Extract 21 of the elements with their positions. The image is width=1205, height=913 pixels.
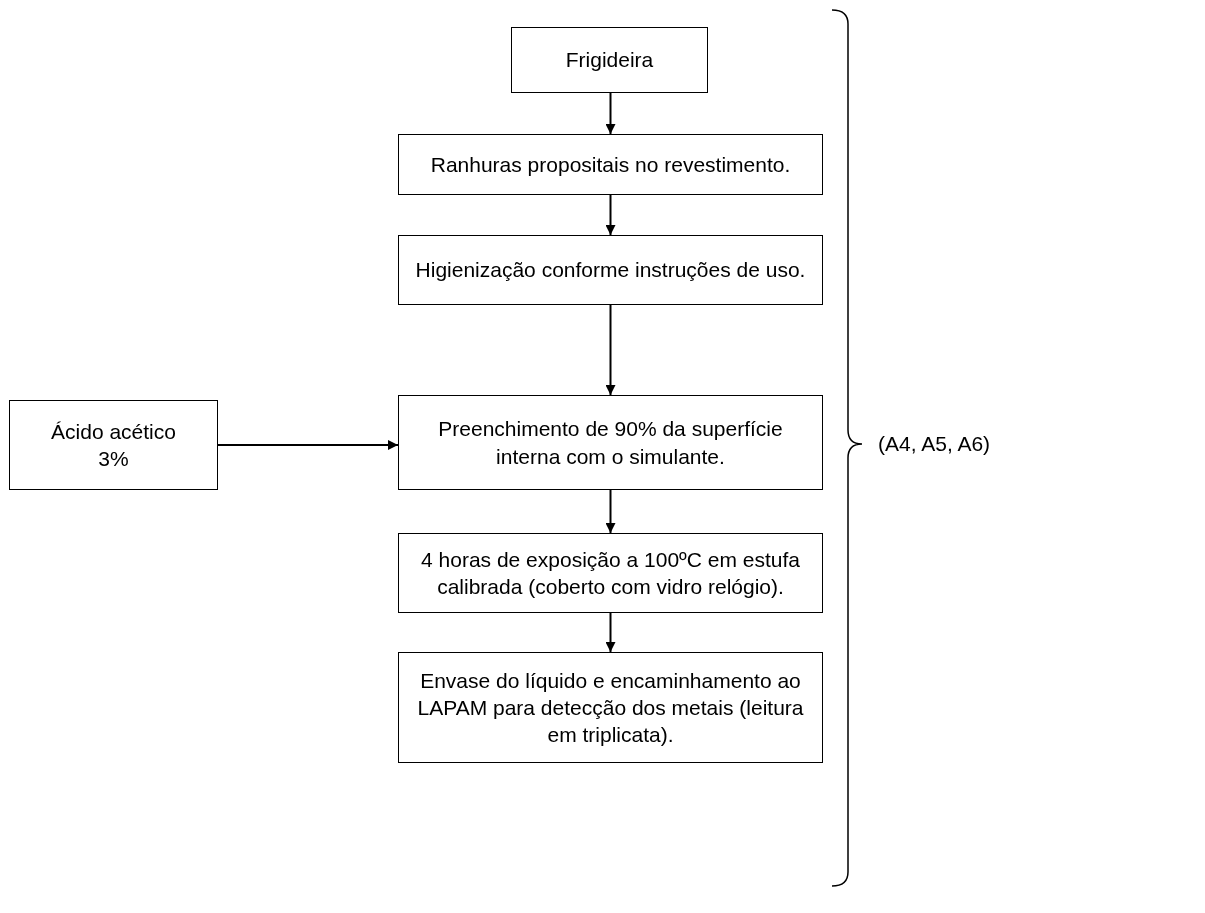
box-text: Ácido acético 3% [50, 418, 177, 472]
arrow [605, 194, 616, 236]
arrow [605, 92, 616, 135]
box-text: Ranhuras propositais no revestimento. [430, 151, 791, 178]
box-text: 4 horas de exposição a 100ºC em estufa calibrada (coberto com vidro relógio). [420, 546, 801, 600]
process-box [398, 652, 823, 763]
box-text: Preenchimento de 90% da superfície interna com o simulante. [437, 416, 784, 470]
arrow [605, 489, 616, 534]
process-box [398, 235, 823, 305]
process-box [398, 134, 823, 195]
arrow [217, 440, 399, 450]
process-box [511, 27, 708, 93]
arrow [605, 304, 616, 396]
box-text: Frigideira [565, 47, 654, 74]
process-box [398, 395, 823, 490]
brace-label: (A4, A5, A6) [878, 432, 991, 456]
process-box [398, 533, 823, 613]
box-text: Higienização conforme instruções de uso. [415, 257, 806, 284]
arrow [605, 612, 616, 653]
process-box [9, 400, 218, 490]
box-text: Envase do líquido e encaminhamento ao LAPAM para detecção dos metais (leitura em triplicata). [416, 667, 805, 749]
